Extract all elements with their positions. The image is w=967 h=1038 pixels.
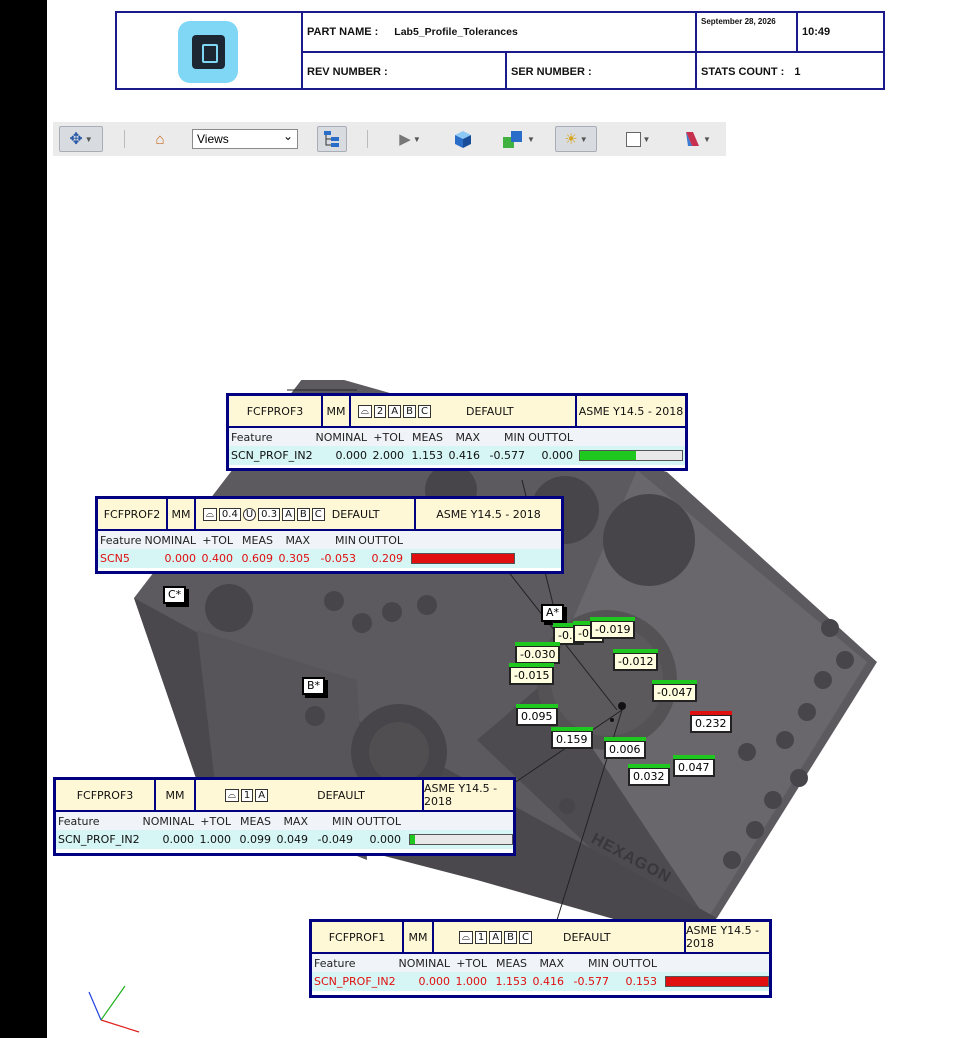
stats-label: STATS COUNT : — [701, 65, 785, 78]
report-page: PART NAME : Lab5_Profile_Tolerances REV … — [47, 0, 967, 1038]
fcf-standard: ASME Y14.5 - 2018 — [424, 782, 498, 808]
fcf-units: MM — [168, 499, 196, 529]
tolerance-bar — [409, 834, 513, 845]
stats-value: 1 — [794, 65, 801, 78]
fcf-standard: ASME Y14.5 - 2018 — [686, 924, 760, 950]
fcf-name: FCFPROF2 — [98, 499, 168, 529]
ser-number-cell: SER NUMBER : — [505, 51, 697, 90]
square-button[interactable]: ▼ — [617, 126, 659, 152]
ser-label: SER NUMBER : — [511, 65, 592, 78]
axis-triad-icon — [88, 985, 140, 1033]
profile-surface-icon: ⌓ — [225, 788, 239, 802]
tolerance-bar — [411, 553, 515, 564]
point-label: -0.030 — [515, 642, 561, 664]
pan-rotate-icon: ✥ — [69, 131, 83, 148]
tolerance-bar — [579, 450, 683, 461]
views-select[interactable]: Views — [192, 127, 298, 149]
report-time: 10:49 — [802, 26, 831, 38]
fcf-column-headers: Feature NOMINAL +TOL MEAS MAX MIN OUTTOL — [312, 954, 769, 972]
fcf-name: FCFPROF3 — [56, 780, 156, 810]
datum-c: C* — [163, 586, 187, 604]
fcf-column-headers: Feature NOMINAL +TOL MEAS MAX MIN OUTTOL — [229, 428, 685, 446]
light-icon: ☀ — [564, 131, 578, 148]
profile-surface-icon: ⌓ — [203, 507, 217, 521]
clip-icon — [686, 132, 700, 146]
multi-cube-button[interactable]: ▼ — [497, 126, 539, 152]
tree-view-button[interactable] — [317, 126, 347, 152]
fcf-data-row: SCN_PROF_IN2 0.000 2.000 1.153 0.416 -0.… — [229, 446, 685, 465]
part-name-value: Lab5_Profile_Tolerances — [394, 26, 518, 38]
point-label: 0.095 — [516, 704, 558, 726]
rev-label: REV NUMBER : — [307, 65, 388, 78]
point-label: -0.012 — [613, 649, 659, 671]
light-button[interactable]: ☀▼ — [555, 126, 597, 152]
datum-a: A* — [541, 604, 565, 622]
multi-cube-icon — [503, 131, 523, 148]
fcf-units: MM — [323, 396, 351, 426]
part-name-cell: PART NAME : Lab5_Profile_Tolerances — [301, 11, 697, 51]
profile-surface-icon: ⌓ — [358, 404, 372, 418]
stats-count-cell: STATS COUNT : 1 — [695, 51, 885, 90]
point-label: -0.047 — [652, 680, 698, 702]
point-label: 0.032 — [628, 764, 670, 786]
date-cell: September 28, 2026 — [695, 11, 798, 51]
point-label: 0.006 — [604, 737, 646, 759]
play-icon: ▶ — [399, 131, 411, 148]
fcf-standard: ASME Y14.5 - 2018 — [436, 507, 541, 521]
viewer-toolbar: ✥▼ ⌂ Views ▶▼ ▼ ☀▼ — [53, 122, 726, 156]
cube-view-icon — [455, 131, 471, 148]
datum-b: B* — [302, 677, 326, 695]
point-label: -0.019 — [590, 617, 636, 639]
play-button[interactable]: ▶▼ — [399, 131, 421, 148]
home-button[interactable]: ⌂ — [149, 126, 171, 152]
fcf-standard: ASME Y14.5 - 2018 — [578, 404, 684, 418]
home-icon: ⌂ — [155, 130, 165, 148]
fcf-column-headers: Feature NOMINAL +TOL MEAS MAX MIN OUTTOL — [56, 812, 513, 830]
point-label: 0.159 — [551, 727, 593, 749]
fcf-name: FCFPROF1 — [312, 922, 404, 952]
report-header: PART NAME : Lab5_Profile_Tolerances REV … — [115, 11, 885, 90]
app-logo-icon — [178, 21, 238, 83]
fcf-data-row: SCN5 0.000 0.400 0.609 0.305 -0.053 0.20… — [98, 549, 561, 568]
rev-number-cell: REV NUMBER : — [301, 51, 507, 90]
time-cell: 10:49 — [796, 11, 885, 51]
tree-view-icon — [324, 131, 339, 147]
point-label: -0.015 — [509, 663, 555, 685]
point-label: 0.047 — [673, 755, 715, 777]
fcf-data-row: SCN_PROF_IN2 0.000 1.000 1.153 0.416 -0.… — [312, 972, 769, 991]
fcf-data-row: SCN_PROF_IN2 0.000 1.000 0.099 0.049 -0.… — [56, 830, 513, 849]
fcf-column-headers: Feature NOMINAL +TOL MEAS MAX MIN OUTTOL — [98, 531, 561, 549]
point-label: 0.232 — [690, 711, 732, 733]
fcf-units: MM — [404, 922, 434, 952]
profile-surface-icon: ⌓ — [459, 930, 473, 944]
fcf-units: MM — [156, 780, 196, 810]
square-icon — [625, 131, 641, 147]
cube-view-button[interactable] — [451, 126, 475, 152]
pan-rotate-button[interactable]: ✥▼ — [59, 126, 103, 152]
report-date: September 28, 2026 — [701, 17, 776, 26]
part-name-label: PART NAME : — [307, 26, 379, 38]
fcf-name: FCFPROF3 — [229, 396, 323, 426]
tolerance-bar — [665, 976, 769, 987]
clip-button[interactable]: ▼ — [677, 126, 717, 152]
